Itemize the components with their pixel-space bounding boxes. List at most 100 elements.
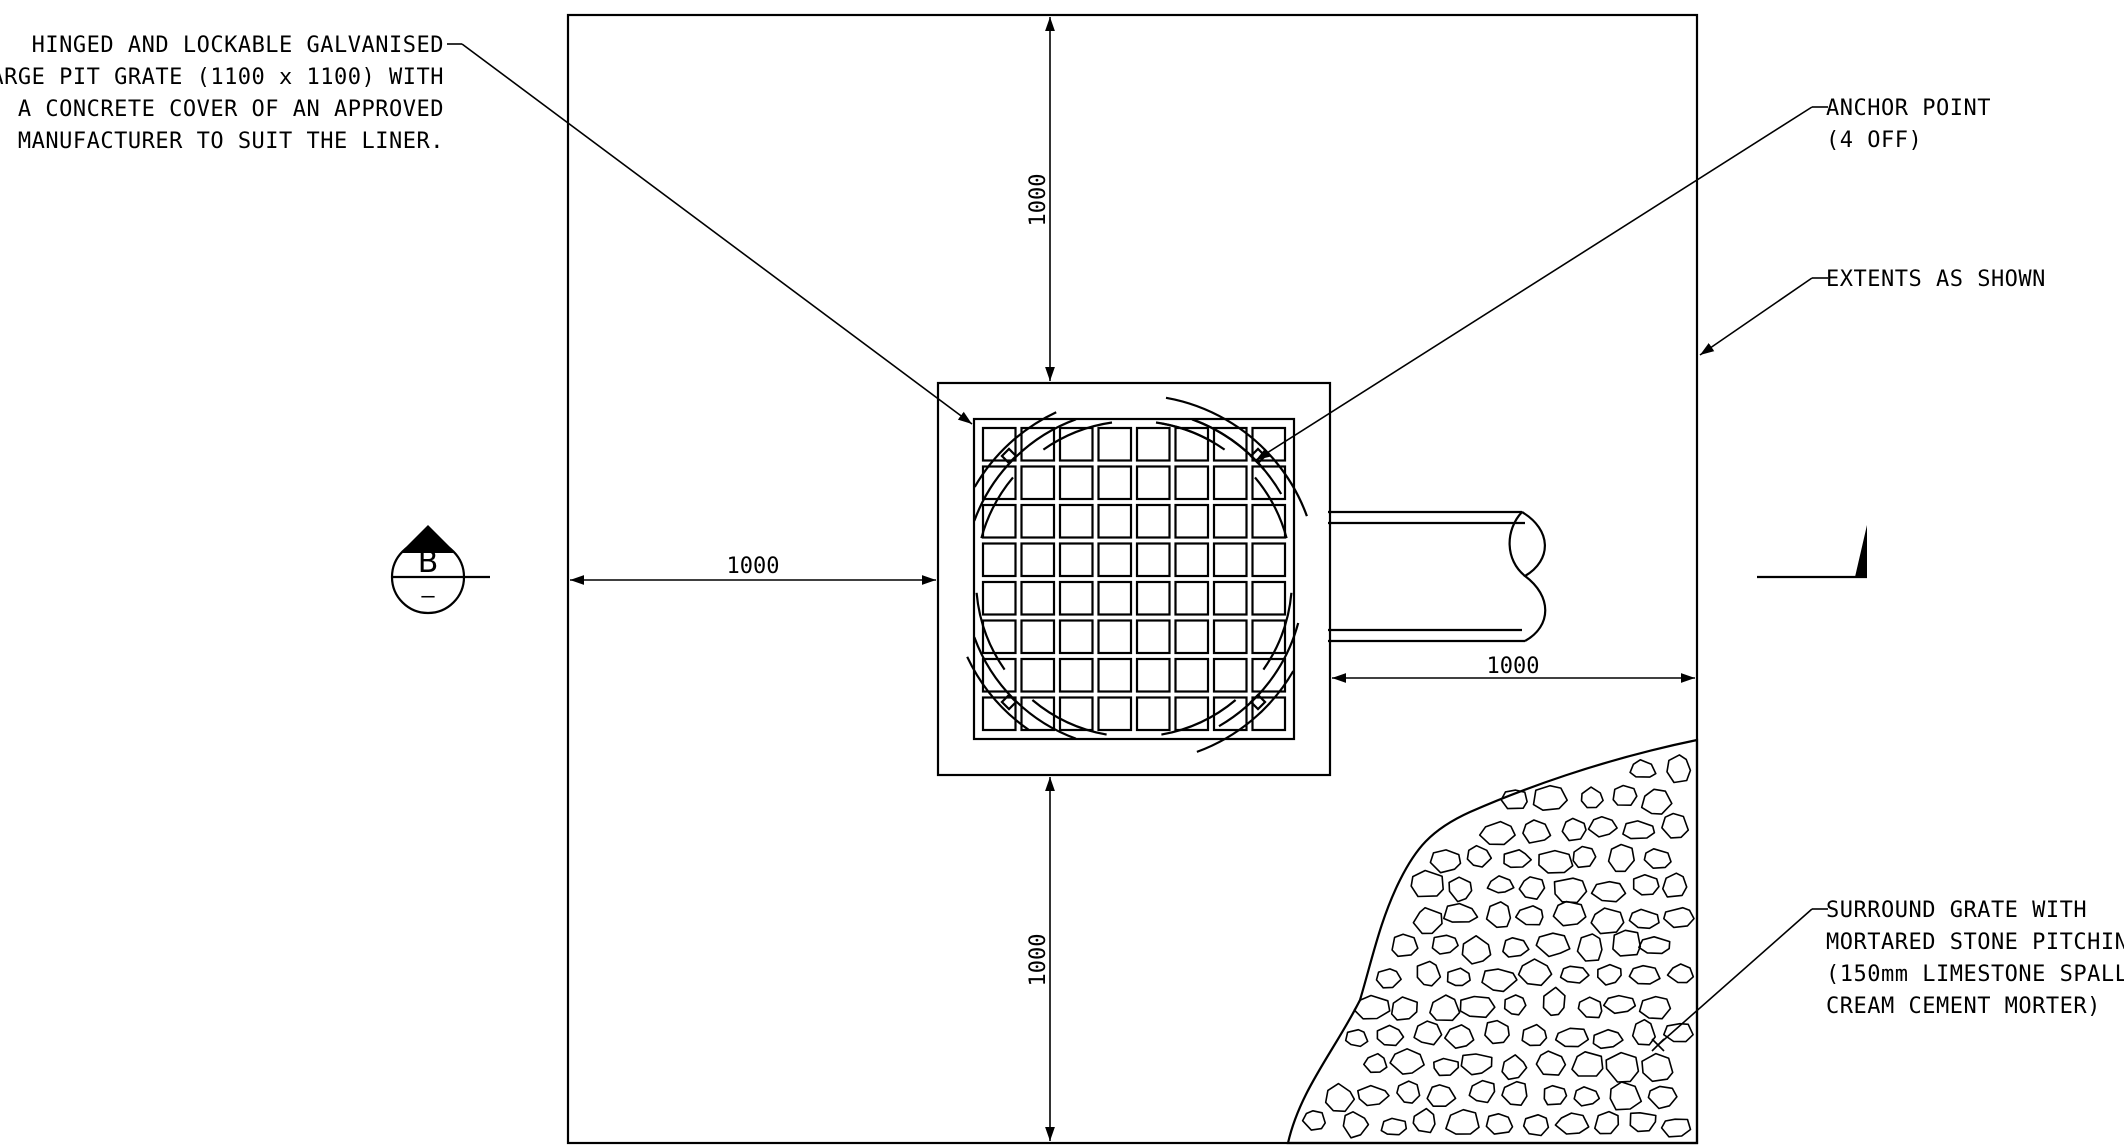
grate-cell — [1097, 580, 1133, 616]
grate-cell — [1174, 542, 1210, 578]
grate-cell — [1212, 580, 1248, 616]
callout-anchor-line-2: (4 OFF) — [1826, 128, 1922, 153]
callout-pitching-line-4: CREAM CEMENT MORTER) — [1826, 994, 2101, 1019]
stone — [1503, 848, 1532, 869]
stone — [1572, 845, 1597, 869]
stone — [1641, 1052, 1674, 1083]
stone — [1445, 1108, 1480, 1135]
grate-cell — [981, 465, 1017, 501]
stone — [1429, 994, 1461, 1022]
grate-cell — [1251, 503, 1287, 539]
stone — [1612, 929, 1642, 957]
stone — [1612, 784, 1638, 807]
outlet-pipe — [1328, 510, 1547, 643]
stone — [1628, 908, 1660, 930]
anchor-points — [1000, 447, 1267, 711]
stone — [1517, 958, 1553, 987]
stone — [1522, 1114, 1550, 1137]
stone — [1522, 819, 1552, 844]
stone — [1597, 963, 1622, 986]
stone — [1443, 902, 1479, 923]
pit-wall-arc — [1165, 396, 1227, 421]
callout-pitching-line-2: MORTARED STONE PITCHING. — [1826, 930, 2124, 955]
stone — [1587, 815, 1618, 838]
pit-wall-arc — [1031, 699, 1107, 736]
stone — [1577, 996, 1603, 1019]
leader-extents — [1699, 277, 1828, 356]
grate-cell — [1135, 696, 1171, 732]
stone — [1461, 934, 1492, 965]
grate-cell — [1058, 657, 1094, 693]
pit-wall-arc — [966, 656, 1030, 731]
anchor-point — [1000, 693, 1018, 711]
grate-cell — [1097, 696, 1133, 732]
stone — [1661, 812, 1690, 839]
callout-grate-line-3: A CONCRETE COVER OF AN APPROVED — [18, 97, 444, 122]
stone — [1412, 1107, 1436, 1134]
callout-grate-line-1: HINGED AND LOCKABLE GALVANISED — [32, 33, 444, 58]
stone — [1631, 1018, 1656, 1046]
grate-cell — [1212, 503, 1248, 539]
section-marker-right — [1757, 525, 1867, 579]
grate-cell — [1020, 696, 1056, 732]
stone — [1460, 1053, 1493, 1076]
grate-cell — [1174, 465, 1210, 501]
stone — [1607, 843, 1635, 873]
stone — [1376, 1024, 1405, 1047]
grate-cell — [1251, 542, 1287, 578]
grate-cell — [1251, 657, 1287, 693]
stone — [1561, 817, 1587, 842]
stone — [1448, 876, 1473, 903]
stone — [1590, 907, 1625, 935]
stone — [1413, 1020, 1443, 1046]
grate-cell — [981, 426, 1017, 462]
anchor-point — [1000, 447, 1018, 465]
stone — [1503, 994, 1527, 1016]
stone — [1532, 784, 1568, 812]
grate-cell — [1058, 465, 1094, 501]
stone — [1459, 995, 1496, 1019]
pit-grate — [972, 417, 1296, 741]
stone — [1390, 996, 1418, 1021]
dimension-right: 1000 — [1332, 654, 1695, 683]
pit-wall-arc — [1262, 592, 1293, 671]
grate-cell — [1020, 580, 1056, 616]
stone — [1535, 932, 1571, 958]
stone — [1501, 1054, 1528, 1081]
grate-cell — [1174, 503, 1210, 539]
grate-cell — [1212, 426, 1248, 462]
stone — [1594, 1110, 1620, 1135]
stone — [1632, 873, 1660, 896]
grate-cell — [981, 580, 1017, 616]
grate-cell — [1135, 465, 1171, 501]
stone — [1363, 1052, 1388, 1074]
stone — [1484, 1019, 1510, 1045]
stone — [1647, 1085, 1678, 1110]
grate-cell — [1174, 657, 1210, 693]
stone — [1580, 786, 1604, 809]
stone — [1543, 1084, 1568, 1106]
grate-cell — [1135, 542, 1171, 578]
dimension-top-label: 1000 — [1026, 174, 1051, 227]
grate-cell — [1251, 696, 1287, 732]
callout-extents: EXTENTS AS SHOWN — [1826, 267, 2046, 292]
section-letter: B — [418, 545, 439, 580]
grate-cell — [1058, 542, 1094, 578]
dimension-left-label: 1000 — [727, 554, 780, 579]
grate-cell — [1251, 580, 1287, 616]
grate-cell — [1174, 696, 1210, 732]
grate-cell — [1135, 426, 1171, 462]
grate-cell — [1058, 696, 1094, 732]
stone — [1638, 935, 1671, 955]
leader-grate — [447, 43, 973, 425]
stone — [1538, 849, 1574, 874]
stone — [1446, 967, 1471, 987]
stone — [1573, 1086, 1601, 1107]
leader-pitching — [1651, 908, 1828, 1052]
stone — [1666, 963, 1695, 984]
grate-cell — [981, 657, 1017, 693]
grate-cell — [1020, 503, 1056, 539]
stone — [1602, 994, 1637, 1015]
pit-wall-arc — [1191, 418, 1283, 495]
stone — [1518, 876, 1546, 901]
